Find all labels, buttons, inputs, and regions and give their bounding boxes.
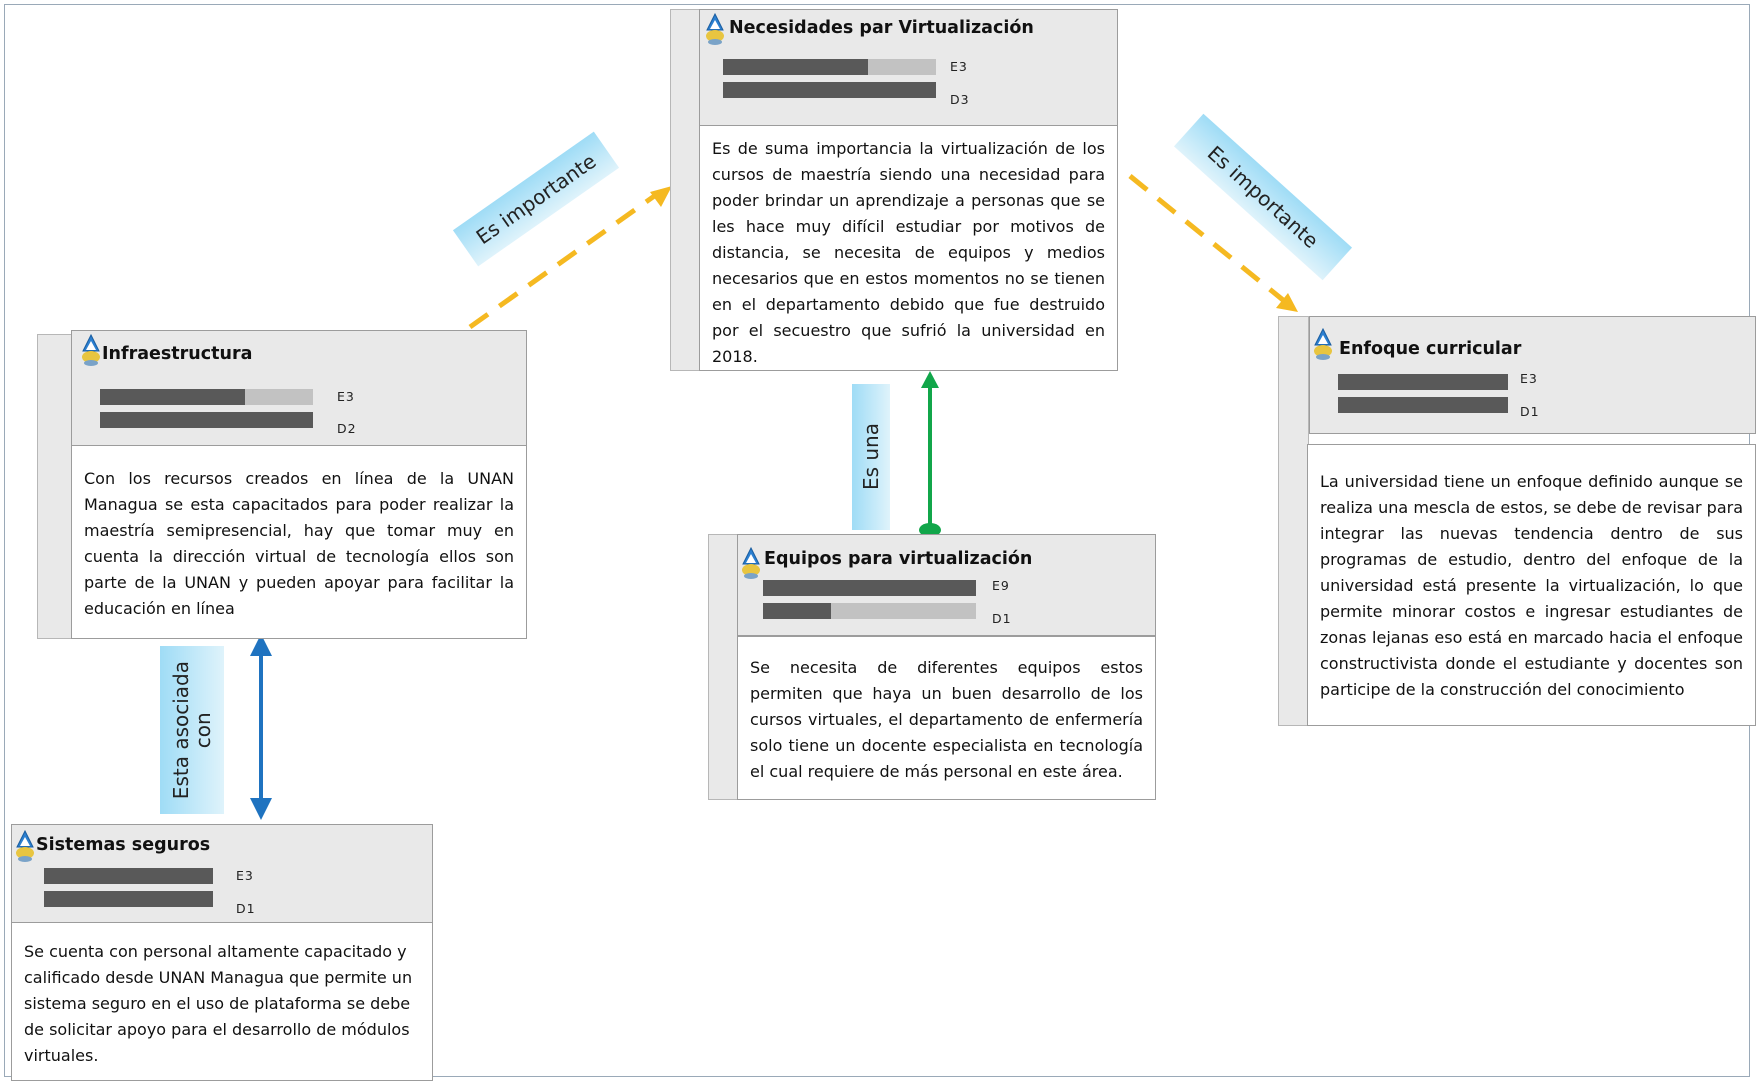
relation-text-line2: con <box>191 712 215 748</box>
green-arrow-tail-dot <box>919 523 941 537</box>
node-description: Con los recursos creados en línea de la … <box>71 445 527 639</box>
node-tab <box>708 534 739 800</box>
indicator-bar-d <box>763 603 976 619</box>
node-title: Sistemas seguros <box>36 835 211 855</box>
indicator-fill <box>1338 397 1508 413</box>
node-title: Equipos para virtualización <box>764 549 1033 569</box>
drop-icon <box>82 333 100 366</box>
drop-icon <box>1314 327 1332 360</box>
node-description: La universidad tiene un enfoque definido… <box>1307 444 1756 726</box>
indicator-label-e: E3 <box>1520 371 1538 386</box>
indicator-bar-e <box>1338 374 1508 390</box>
indicator-fill <box>723 59 868 75</box>
indicator-bar-e <box>100 389 313 405</box>
indicator-bar-e <box>723 59 936 75</box>
indicator-fill <box>763 580 976 596</box>
indicator-fill <box>100 389 245 405</box>
indicator-label-d: D2 <box>337 421 357 436</box>
indicator-label-e: E3 <box>337 389 355 404</box>
indicator-bar-d <box>100 412 313 428</box>
drop-icon <box>742 546 760 579</box>
node-title: Infraestructura <box>102 344 253 364</box>
indicator-bar-d <box>44 891 213 907</box>
indicator-bar-e <box>44 868 213 884</box>
indicator-bar-d <box>723 82 936 98</box>
indicator-label-e: E3 <box>950 59 968 74</box>
node-description: Se necesita de diferentes equipos estos … <box>737 636 1156 800</box>
drop-icon <box>16 829 34 862</box>
indicator-label-e: E9 <box>992 578 1010 593</box>
indicator-fill <box>44 891 213 907</box>
indicator-fill <box>1338 374 1508 390</box>
indicator-label-d: D1 <box>992 611 1012 626</box>
node-description: Se cuenta con personal altamente capacit… <box>11 922 433 1081</box>
relation-text: Es una <box>859 423 883 491</box>
relation-text-line1: Esta asociada <box>169 660 193 800</box>
blue-arrowhead-top <box>250 634 272 656</box>
drop-icon <box>706 12 724 45</box>
indicator-bar-e <box>763 580 976 596</box>
node-title: Enfoque curricular <box>1339 339 1522 359</box>
indicator-fill <box>100 412 313 428</box>
indicator-label-d: D3 <box>950 92 970 107</box>
arrowhead-virtualizacion-to-enfoque <box>1276 293 1298 312</box>
dashed-arrow-infra-to-virtualizacion <box>468 189 662 330</box>
indicator-fill <box>723 82 936 98</box>
green-arrowhead <box>921 371 939 388</box>
blue-arrowhead-bottom <box>250 798 272 820</box>
indicator-fill <box>763 603 832 619</box>
relation-label-asociada: Esta asociada con <box>160 646 224 814</box>
node-tab <box>37 334 73 639</box>
indicator-label-d: D1 <box>1520 404 1540 419</box>
arrowhead-infra-to-virtualizacion <box>650 186 672 207</box>
indicator-bar-d <box>1338 397 1508 413</box>
indicator-fill <box>44 868 213 884</box>
indicator-label-e: E3 <box>236 868 254 883</box>
node-tab <box>670 9 700 371</box>
dashed-arrow-virtualizacion-to-enfoque <box>1128 174 1285 302</box>
relation-text-group: Esta asociada con <box>169 660 215 800</box>
node-title: Necesidades par Virtualización <box>729 18 1034 38</box>
node-tab <box>1278 316 1309 726</box>
relation-label-es-una: Es una <box>852 384 890 530</box>
node-description: Es de suma importancia la virtualización… <box>699 125 1118 371</box>
indicator-label-d: D1 <box>236 901 256 916</box>
